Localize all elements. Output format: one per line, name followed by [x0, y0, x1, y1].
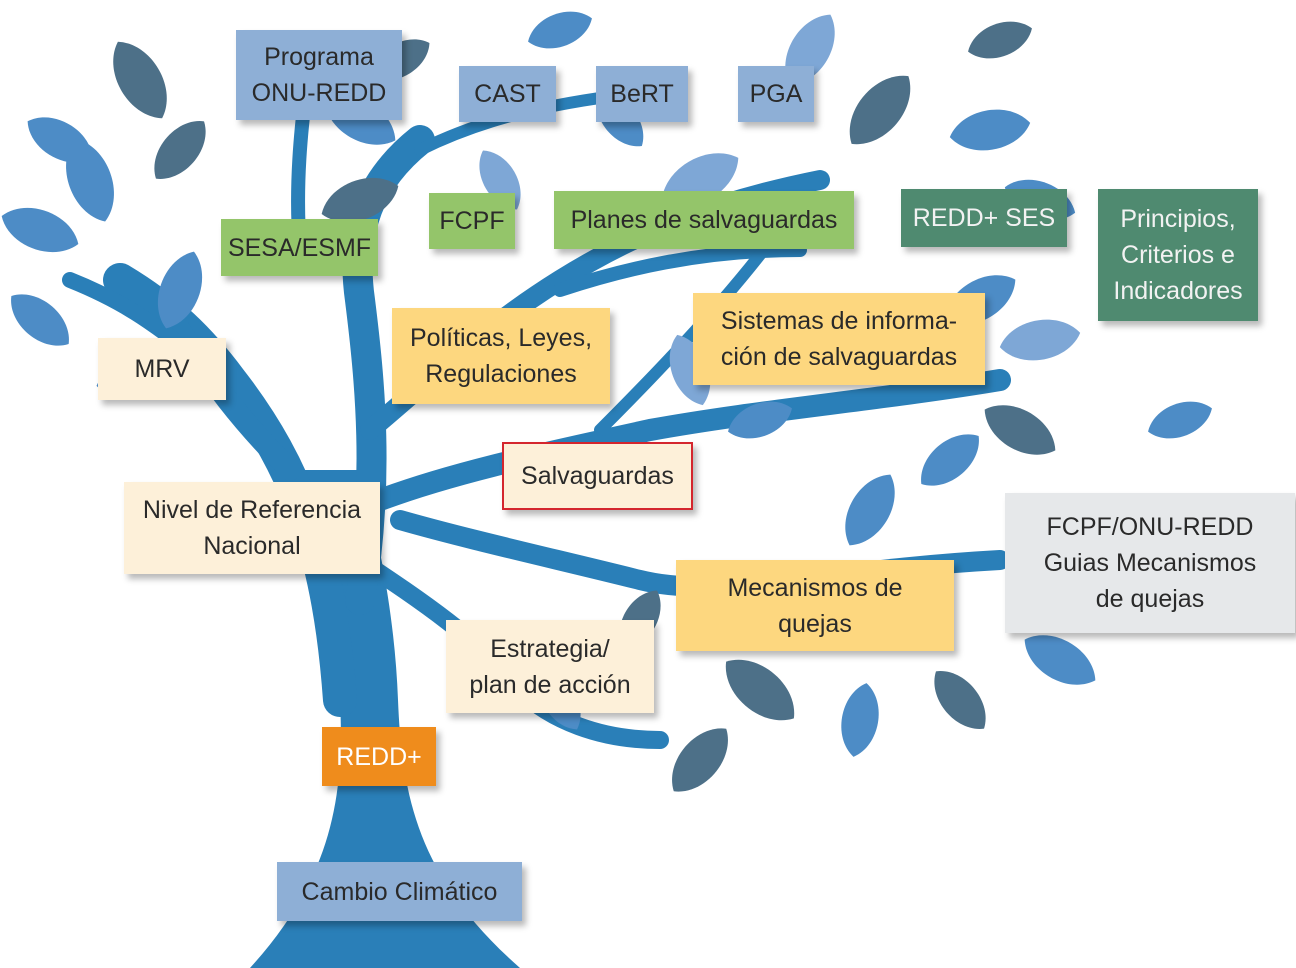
mrv-box: MRV: [98, 338, 226, 400]
estrategia-box: Estrategia/ plan de acción: [446, 620, 654, 713]
programa-onu-redd-box: Programa ONU-REDD: [236, 30, 402, 120]
sesa-esmf-box: SESA/ESMF: [221, 219, 378, 276]
redd-ses-box: REDD+ SES: [901, 189, 1067, 247]
planes-salvaguardas-box: Planes de salvaguardas: [554, 191, 854, 249]
salvaguardas-box: Salvaguardas: [502, 442, 693, 510]
pga-box: PGA: [738, 66, 814, 122]
tree-trunk: [250, 470, 520, 968]
principios-box: Principios, Criterios e Indicadores: [1098, 189, 1258, 321]
fcpf-guias-box: FCPF/ONU-REDD Guias Mecanismos de quejas: [1005, 493, 1295, 633]
sistemas-informacion-box: Sistemas de informa- ción de salvaguarda…: [693, 293, 985, 385]
nivel-referencia-box: Nivel de Referencia Nacional: [124, 482, 380, 574]
bert-box: BeRT: [596, 66, 688, 122]
cast-box: CAST: [459, 66, 556, 122]
redd-plus-box: REDD+: [322, 727, 436, 786]
cambio-climatico-box: Cambio Climático: [277, 862, 522, 921]
mecanismos-quejas-box: Mecanismos de quejas: [676, 560, 954, 651]
fcpf-box: FCPF: [429, 193, 515, 249]
politicas-box: Políticas, Leyes, Regulaciones: [392, 308, 610, 404]
